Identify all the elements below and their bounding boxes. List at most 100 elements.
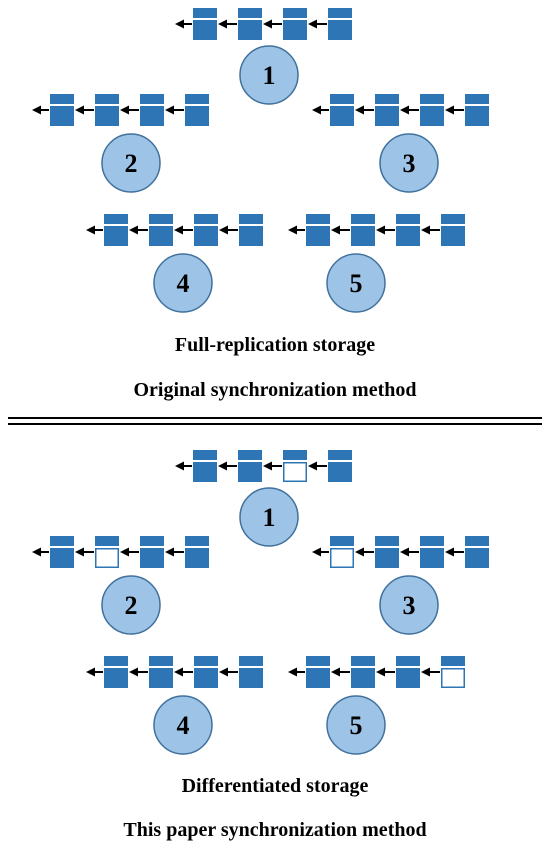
left-arrow-icon (308, 461, 327, 471)
left-arrow-icon (376, 225, 395, 235)
block-body (396, 226, 420, 246)
left-arrow-icon (331, 225, 350, 235)
block-body (239, 668, 263, 688)
node-label: 1 (263, 61, 276, 90)
block-body (465, 106, 489, 126)
left-arrow-icon (75, 105, 94, 115)
block-header (396, 214, 420, 224)
arrow-head (376, 667, 385, 677)
block-body (140, 106, 164, 126)
block-chain (175, 8, 352, 40)
left-arrow-icon (445, 105, 464, 115)
block-body-empty (330, 548, 354, 568)
section-1-method-caption: Original synchronization method (133, 379, 417, 401)
block-body (465, 548, 489, 568)
filled-block-icon (193, 8, 217, 40)
section-2-method-caption: This paper synchronization method (123, 819, 427, 841)
empty-block-icon (95, 536, 119, 568)
filled-block-icon (239, 214, 263, 246)
left-arrow-icon (400, 547, 419, 557)
block-header (238, 450, 262, 460)
section-divider (8, 417, 542, 425)
block-body (396, 668, 420, 688)
arrow-head (219, 667, 228, 677)
left-arrow-icon (308, 19, 327, 29)
node-label: 4 (177, 269, 190, 298)
block-body (193, 20, 217, 40)
arrow-head (175, 19, 184, 29)
block-body (306, 226, 330, 246)
block-header (306, 656, 330, 666)
left-arrow-icon (218, 461, 237, 471)
left-arrow-icon (421, 667, 440, 677)
node-circle (326, 695, 386, 755)
block-chain (32, 536, 209, 568)
node-circle (153, 253, 213, 313)
arrow-head (312, 547, 321, 557)
block-body (330, 106, 354, 126)
left-arrow-icon (421, 225, 440, 235)
block-body (351, 226, 375, 246)
arrow-head (165, 547, 174, 557)
left-arrow-icon (219, 667, 238, 677)
block-header (193, 8, 217, 18)
filled-block-icon (95, 94, 119, 126)
block-header (104, 214, 128, 224)
filled-block-icon (194, 214, 218, 246)
block-header (140, 536, 164, 546)
left-arrow-icon (288, 667, 305, 677)
filled-block-icon (396, 214, 420, 246)
arrow-head (75, 547, 84, 557)
left-arrow-icon (312, 547, 329, 557)
arrow-head (331, 225, 340, 235)
filled-block-icon (238, 8, 262, 40)
node-label: 5 (350, 711, 363, 740)
arrow-head (288, 225, 297, 235)
left-arrow-icon (175, 461, 192, 471)
block-body (238, 20, 262, 40)
block-header (239, 214, 263, 224)
block-header (351, 656, 375, 666)
node-circle (101, 575, 161, 635)
block-body (50, 106, 74, 126)
block-header (306, 214, 330, 224)
arrow-head (174, 667, 183, 677)
left-arrow-icon (174, 667, 193, 677)
left-arrow-icon (355, 547, 374, 557)
block-header (194, 214, 218, 224)
left-arrow-icon (400, 105, 419, 115)
node-label: 4 (177, 711, 190, 740)
block-chain (312, 536, 489, 568)
left-arrow-icon (263, 461, 282, 471)
block-header (375, 536, 399, 546)
block-header (420, 94, 444, 104)
block-body (194, 226, 218, 246)
filled-block-icon (283, 8, 307, 40)
left-arrow-icon (32, 105, 49, 115)
filled-block-icon (351, 214, 375, 246)
filled-block-icon (306, 214, 330, 246)
block-body (185, 106, 209, 126)
arrow-head (86, 225, 95, 235)
block-header (95, 94, 119, 104)
arrow-head (288, 667, 297, 677)
left-arrow-icon (355, 105, 374, 115)
filled-block-icon (328, 450, 352, 482)
node-4: 4 (86, 656, 263, 755)
filled-block-icon (465, 94, 489, 126)
arrow-head (376, 225, 385, 235)
node-3: 3 (312, 94, 489, 193)
arrow-head (218, 19, 227, 29)
arrow-head (75, 105, 84, 115)
block-body-empty (441, 668, 465, 688)
left-arrow-icon (165, 547, 184, 557)
filled-block-icon (306, 656, 330, 688)
block-body (149, 668, 173, 688)
block-body (306, 668, 330, 688)
block-header (149, 656, 173, 666)
block-header (283, 450, 307, 460)
arrow-head (421, 225, 430, 235)
filled-block-icon (193, 450, 217, 482)
